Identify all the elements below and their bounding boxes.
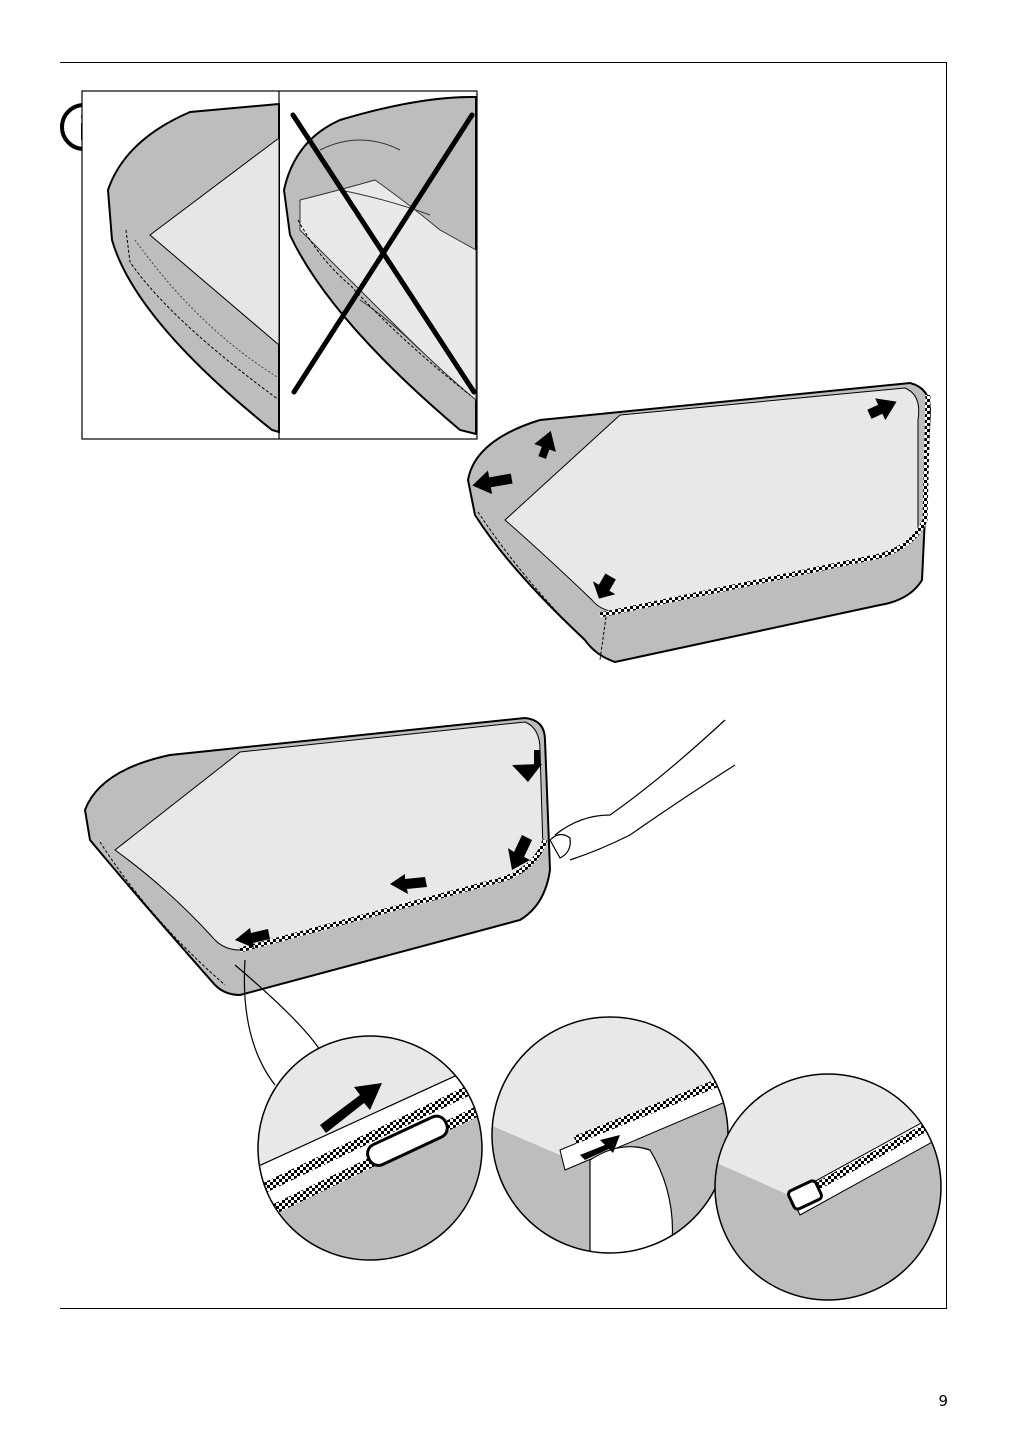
page-number: 9 — [938, 1392, 948, 1410]
cushion-step-corners — [466, 381, 932, 664]
arrow-icon — [235, 750, 542, 948]
comparison-panel — [81, 90, 478, 440]
cushion-step-zipping — [83, 716, 736, 1086]
zipper-closeup-1 — [257, 1035, 483, 1261]
zipper-closeup-2 — [491, 1016, 729, 1254]
zipper-closeup-3 — [714, 1073, 942, 1301]
arrow-icon — [472, 398, 897, 599]
page-frame — [60, 62, 947, 1309]
incorrect-cross-icon — [290, 112, 477, 395]
cushion-correct — [106, 102, 280, 434]
